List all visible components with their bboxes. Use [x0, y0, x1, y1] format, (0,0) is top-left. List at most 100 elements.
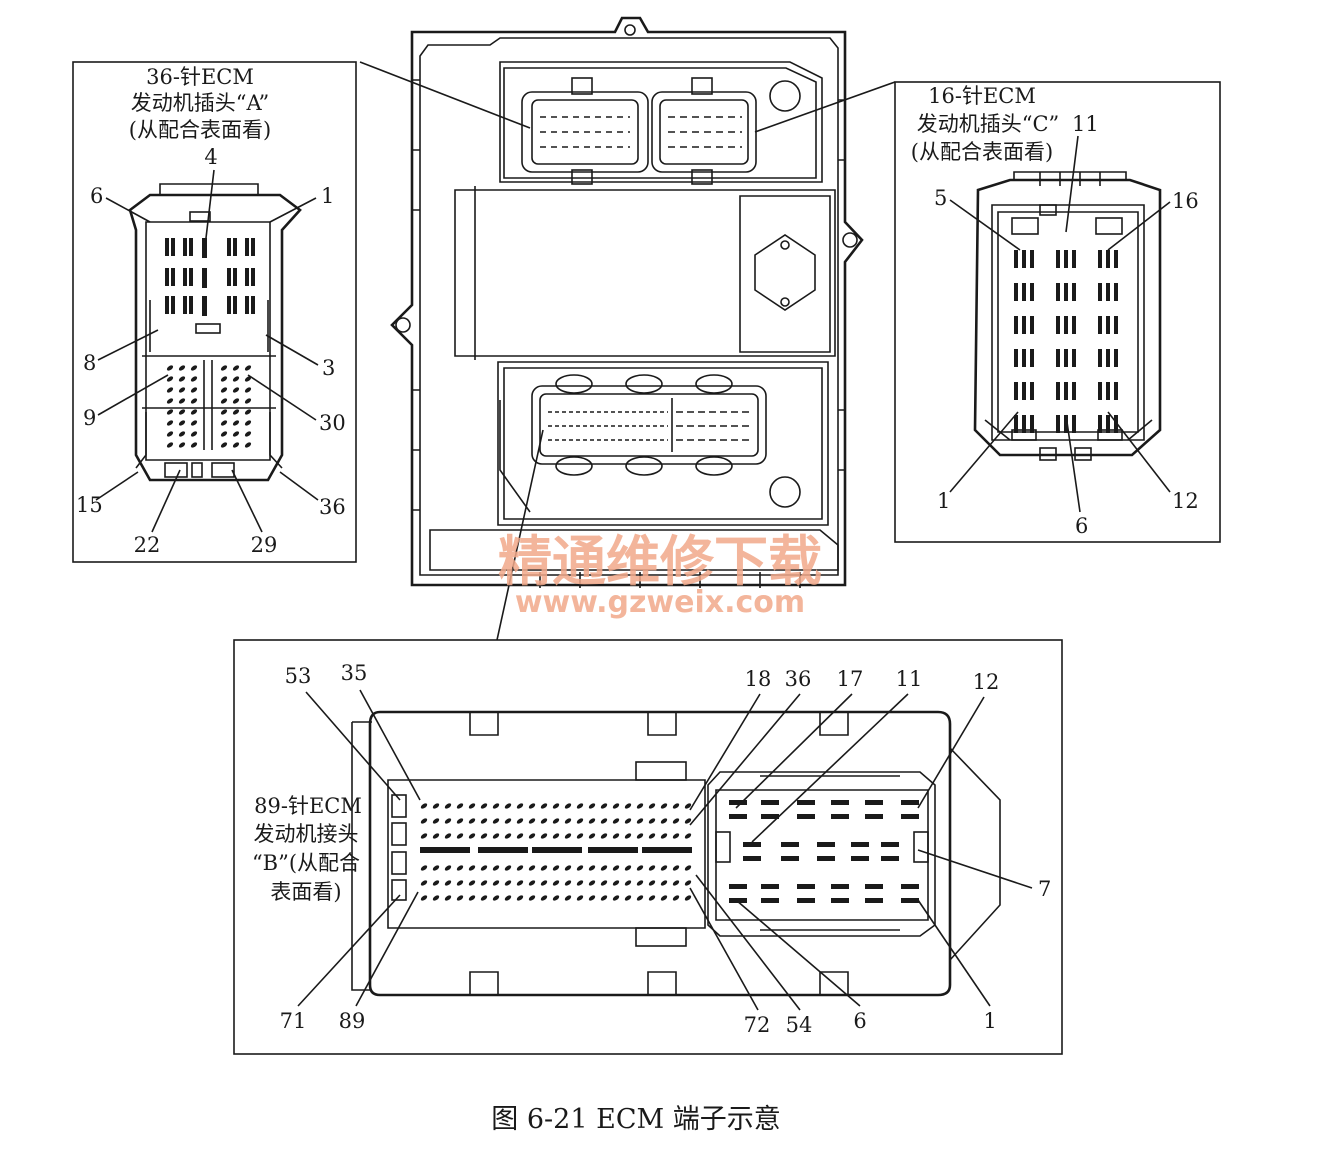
connector-a-small-pin: [190, 376, 198, 382]
connector-b-large-cavity: [729, 800, 747, 805]
connector-b-pin-36: 36: [785, 667, 812, 691]
connector-a-small-pin: [178, 387, 186, 393]
connector-b-small-pin: [612, 833, 620, 839]
connector-a-cavity: [183, 268, 187, 286]
connector-c-panel: 16-针ECM 发动机插头“C” (从配合表面看) 11 5 16 1 6 12: [894, 81, 1221, 543]
connector-a-cavity: [183, 296, 187, 314]
connector-a-small-pin: [190, 431, 198, 437]
connector-b-small-pin: [612, 880, 620, 886]
connector-b-large-cavity: [881, 856, 899, 861]
connector-b-separator: [478, 847, 528, 853]
connector-b-small-pin: [648, 865, 656, 871]
connector-b-small-pin: [420, 895, 428, 901]
connector-b-small-pin: [600, 833, 608, 839]
connector-a-cavity: [233, 238, 237, 256]
connector-b-small-pin: [516, 818, 524, 824]
connector-b-large-cavity: [901, 884, 919, 889]
connector-b-pin-1: 1: [983, 1009, 996, 1033]
connector-a-cavity: [189, 238, 193, 256]
connector-a-small-pin: [244, 420, 252, 426]
connector-a-small-pin: [166, 420, 174, 426]
connector-a-small-pin: [178, 431, 186, 437]
connector-b-small-pin: [480, 818, 488, 824]
connector-b-large-cavity: [817, 842, 835, 847]
connector-b-title-line-3: “B”(从配合: [252, 851, 360, 875]
connector-b-large-cavity: [729, 814, 747, 819]
connector-c-cavity: [1114, 316, 1118, 334]
connector-c-cavity: [1114, 349, 1118, 367]
connector-c-cavity: [1064, 283, 1068, 301]
connector-b-large-cavity: [797, 898, 815, 903]
connector-b-small-pin: [588, 818, 596, 824]
connector-a-small-pin: [166, 387, 174, 393]
connector-a-pin-9: 9: [83, 406, 96, 430]
connector-b-large-cavity: [865, 884, 883, 889]
connector-a-pin-1: 1: [321, 184, 334, 208]
connector-a-cavity: [165, 268, 169, 286]
connector-c-cavity: [1098, 349, 1102, 367]
connector-b-small-pin: [480, 865, 488, 871]
connector-b-small-pin: [516, 803, 524, 809]
connector-c-cavity: [1072, 316, 1076, 334]
connector-b-small-pin: [648, 833, 656, 839]
connector-b-small-pin: [624, 818, 632, 824]
connector-b-pin-17: 17: [837, 667, 864, 691]
connector-b-small-pin: [492, 880, 500, 886]
connector-b-small-pin: [432, 803, 440, 809]
connector-a-small-pin: [220, 431, 228, 437]
connector-c-cavity: [1056, 382, 1060, 400]
connector-a-small-pin: [220, 398, 228, 404]
connector-a-small-pin: [232, 365, 240, 371]
connector-a-small-pin: [166, 409, 174, 415]
connector-b-small-pin: [588, 895, 596, 901]
connector-b-small-pin: [528, 833, 536, 839]
connector-b-small-pin: [600, 818, 608, 824]
connector-b-small-pin: [588, 833, 596, 839]
connector-a-small-pin: [178, 398, 186, 404]
connector-b-small-pin: [648, 895, 656, 901]
connector-b-small-pin: [684, 865, 692, 871]
connector-c-cavity: [1064, 316, 1068, 334]
connector-b-small-pin: [552, 833, 560, 839]
connector-a-small-pin: [166, 376, 174, 382]
connector-b-small-pin: [660, 833, 668, 839]
connector-c-cavity: [1064, 382, 1068, 400]
connector-b-small-pin: [672, 880, 680, 886]
connector-b-small-pin: [684, 818, 692, 824]
connector-b-small-pin: [612, 865, 620, 871]
connector-b-large-cavity: [761, 800, 779, 805]
connector-c-cavity: [1106, 316, 1110, 334]
connector-c-cavity: [1056, 349, 1060, 367]
connector-b-small-pin: [636, 895, 644, 901]
connector-c-cavity: [1056, 283, 1060, 301]
connector-c-cavity: [1014, 415, 1018, 433]
connector-c-title-line-2: 发动机插头“C”: [917, 112, 1060, 136]
connector-b-large-cavity: [881, 842, 899, 847]
connector-a-pin-22: 22: [134, 533, 161, 557]
connector-b-small-pin: [468, 880, 476, 886]
connector-a-small-pin: [220, 442, 228, 448]
connector-b-pin-12: 12: [973, 670, 1000, 694]
connector-b-small-pin: [540, 818, 548, 824]
connector-b-small-pin: [672, 865, 680, 871]
connector-b-small-pin: [456, 895, 464, 901]
connector-b-small-pin: [636, 803, 644, 809]
connector-b-pin-35: 35: [341, 661, 368, 685]
connector-b-small-pin: [588, 865, 596, 871]
connector-b-small-pin: [480, 880, 488, 886]
connector-b-small-pin: [420, 803, 428, 809]
watermark-url: www.gzweix.com: [515, 585, 805, 620]
connector-b-small-pin: [480, 833, 488, 839]
connector-b-small-pin: [684, 880, 692, 886]
connector-c-cavity: [1114, 283, 1118, 301]
connector-a-cavity: [245, 238, 249, 256]
connector-c-cavity: [1114, 415, 1118, 433]
connector-b-small-pin: [468, 803, 476, 809]
connector-a-small-pin: [190, 409, 198, 415]
connector-b-small-pin: [480, 803, 488, 809]
connector-b-title-line-4: 表面看): [270, 880, 341, 904]
connector-b-small-pin: [420, 818, 428, 824]
connector-a-small-pin: [244, 442, 252, 448]
